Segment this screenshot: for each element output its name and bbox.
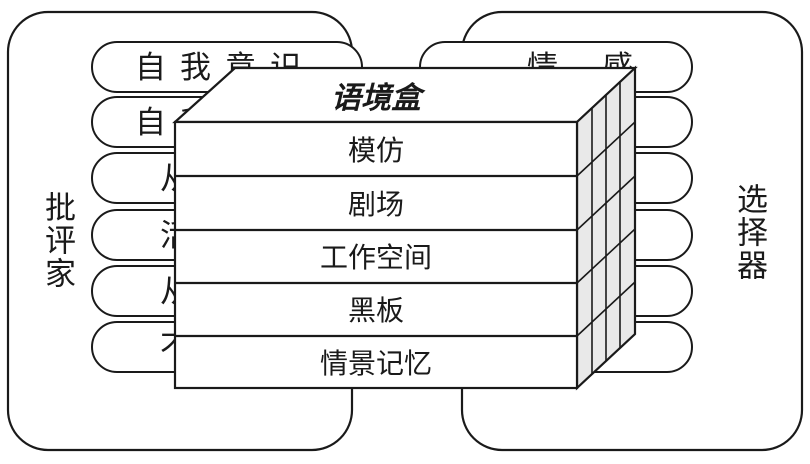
critic-label: 批评家 [39,191,75,290]
side-grid-line [576,281,636,337]
layer-label: 模仿 [348,134,404,167]
layer-label: 黑板 [348,294,404,327]
selector-label: 选择器 [731,183,768,282]
side-grid-line [576,175,636,231]
context-box-title: 语境盒 [331,81,426,116]
context-box-front [173,120,579,390]
layer-label: 情景记忆 [320,347,432,380]
context-box: 语境盒 模仿 剧场 工作空间 黑板 情景记忆 [172,65,638,391]
side-grid-line [576,121,636,177]
side-grid-line [576,228,636,284]
layer-label: 剧场 [348,188,404,221]
layer-label: 工作空间 [320,241,432,274]
